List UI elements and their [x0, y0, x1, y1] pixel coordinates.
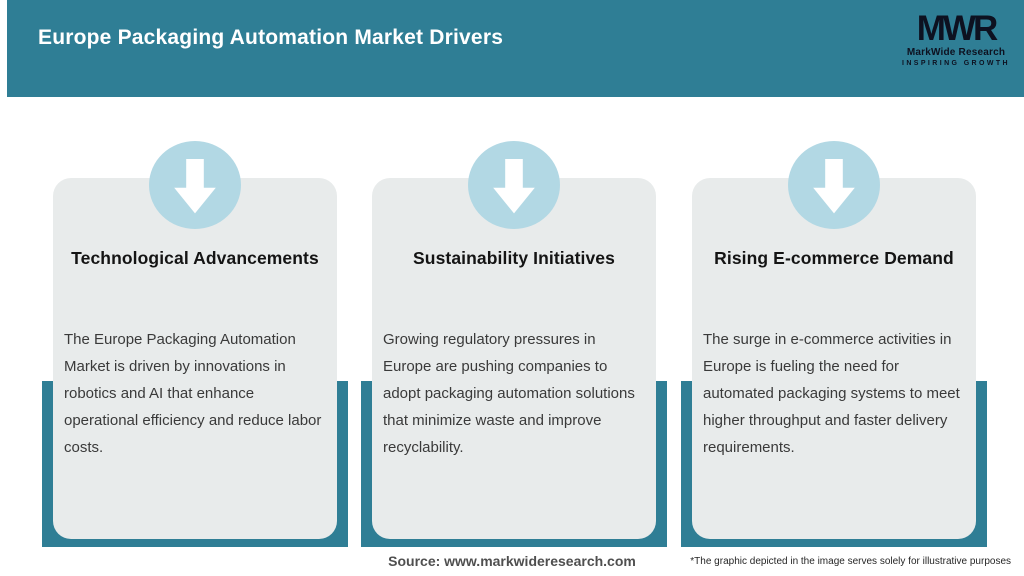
driver-card-technological-advancements: Technological Advancements The Europe Pa… — [53, 178, 337, 539]
header-bar: Europe Packaging Automation Market Drive… — [7, 0, 1024, 97]
down-arrow-icon — [468, 141, 560, 229]
down-arrow-icon — [788, 141, 880, 229]
disclaimer-text: *The graphic depicted in the image serve… — [690, 556, 1011, 567]
card-body: The Europe Packaging Automation Market i… — [64, 331, 322, 456]
logo-name: MarkWide Research — [906, 47, 1006, 58]
driver-card-sustainability-initiatives: Sustainability Initiatives Growing regul… — [372, 178, 656, 539]
logo-tagline: INSPIRING GROWTH — [901, 60, 1010, 67]
card-body: Growing regulatory pressures in Europe a… — [383, 331, 635, 456]
card-title: Sustainability Initiatives — [413, 248, 615, 268]
card-body: The surge in e-commerce activities in Eu… — [703, 331, 960, 456]
logo-monogram: MWR — [916, 9, 998, 48]
page-title: Europe Packaging Automation Market Drive… — [38, 26, 504, 49]
driver-card-rising-ecommerce-demand: Rising E-commerce Demand The surge in e-… — [692, 178, 976, 539]
card-title: Rising E-commerce Demand — [714, 248, 954, 268]
down-arrow-icon — [149, 141, 241, 229]
card-title: Technological Advancements — [71, 248, 319, 268]
markwide-research-logo: MWR MarkWide Research INSPIRING GROWTH — [898, 11, 1014, 67]
source-text: Source: www.markwideresearch.com — [388, 553, 636, 569]
